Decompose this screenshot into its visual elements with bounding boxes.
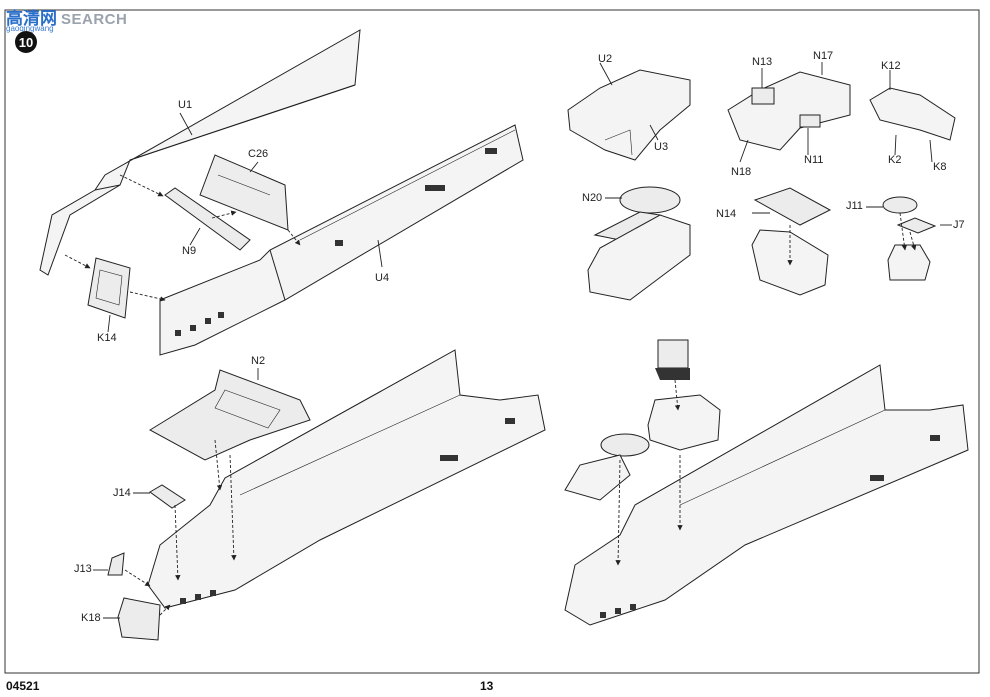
subassemblies-top-right [567, 69, 956, 301]
part-u2-u3 [567, 69, 691, 161]
assembly-arrows-top-left [64, 112, 383, 333]
bridge-n20 [587, 214, 691, 301]
part-j11 [882, 196, 918, 214]
label-k2: K2 [888, 154, 902, 166]
kit-code: 04521 [6, 679, 40, 693]
label-u2: U2 [598, 53, 613, 65]
hull-bottom-left [147, 349, 546, 609]
label-j7: J7 [953, 219, 965, 231]
assembly-arrows-bottom-right [615, 379, 683, 566]
hull-assembly-bottom-left [107, 349, 546, 641]
assembly-arrows-bottom-left [93, 368, 259, 619]
label-c26: C26 [248, 148, 269, 160]
label-k12: K12 [881, 60, 901, 72]
label-n14: N14 [716, 208, 737, 220]
part-n2 [149, 369, 311, 461]
label-n20: N20 [582, 192, 603, 204]
label-n13: N13 [752, 56, 773, 68]
part-j7 [896, 217, 937, 234]
part-n14 [753, 187, 832, 226]
label-n17: N17 [813, 50, 834, 62]
watermark: 高清网 SEARCH [6, 4, 127, 29]
part-k12-k2-k8 [869, 87, 956, 141]
label-j11: J11 [846, 200, 863, 212]
label-n11: N11 [804, 154, 824, 166]
label-u3: U3 [654, 141, 669, 153]
label-k8: K8 [933, 161, 947, 173]
top-bridge [647, 394, 721, 451]
page-number: 13 [480, 679, 494, 693]
label-n9: N9 [182, 245, 197, 257]
label-n2: N2 [251, 355, 266, 367]
part-j13 [107, 552, 125, 576]
label-j14: J14 [113, 487, 131, 499]
label-j13: J13 [74, 563, 92, 575]
hull-assembly-bottom-right [564, 339, 969, 626]
part-k18 [117, 597, 161, 641]
watermark-url: gaoqingwang [6, 24, 54, 33]
hull-assembly-top-left [39, 29, 524, 356]
assembly-arrows-top-right [599, 62, 952, 266]
watermark-en: SEARCH [61, 11, 128, 28]
step-number-badge: 10 [15, 31, 37, 53]
top-turret [657, 339, 689, 369]
part-n20 [619, 186, 681, 214]
part-c26 [199, 154, 289, 231]
part-j11-base [887, 244, 931, 281]
part-k14 [87, 257, 131, 319]
label-k18: K18 [81, 612, 101, 624]
label-k14: K14 [97, 332, 117, 344]
hull-bottom-right [564, 364, 969, 626]
label-u4: U4 [375, 272, 390, 284]
part-n9 [164, 187, 251, 251]
part-j14 [149, 484, 186, 509]
part-n13-n17 [727, 71, 851, 151]
watermark-cn: 高清网 [6, 9, 57, 29]
label-u1: U1 [178, 99, 193, 111]
label-n18: N18 [731, 166, 752, 178]
